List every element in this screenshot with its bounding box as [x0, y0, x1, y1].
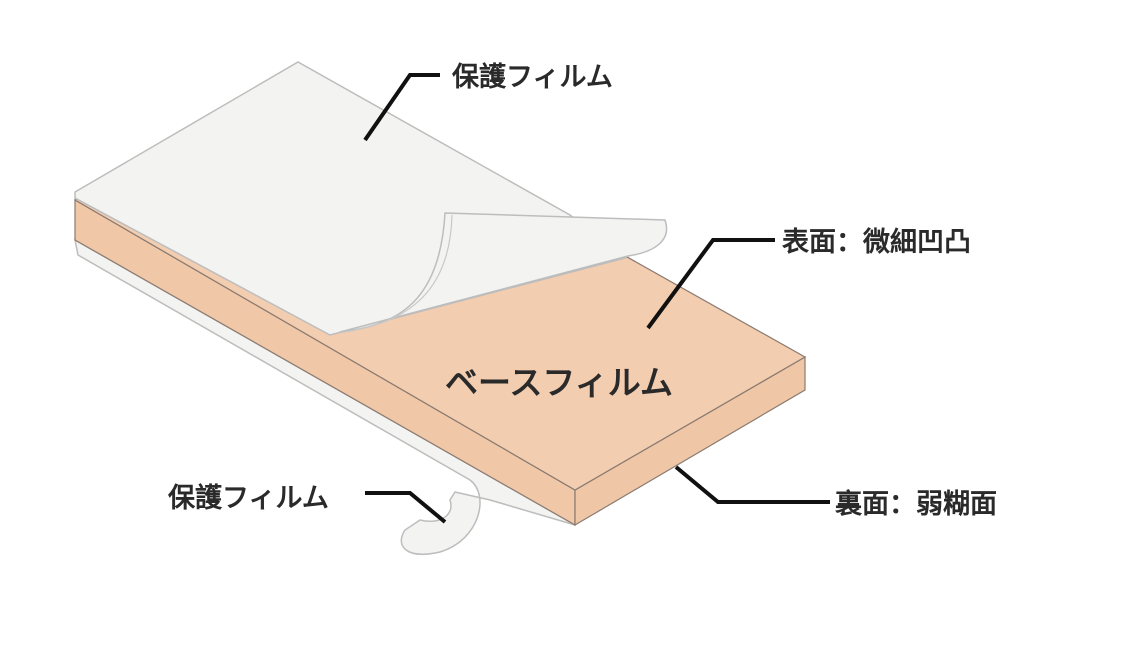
bottom-protective-film	[73, 238, 576, 555]
leader-bottom-protective-film	[365, 491, 447, 524]
leader-top-protective-film	[363, 73, 440, 142]
leader-surface	[646, 238, 775, 330]
label-top-protective-film: 保護フィルム	[451, 61, 613, 93]
label-base-film: ベースフィルム	[445, 363, 673, 402]
leader-back-surface	[674, 465, 830, 504]
label-back-surface: 裏面：弱糊面	[834, 488, 997, 520]
flap-curl-edge	[344, 214, 453, 333]
peeled-flap	[339, 212, 668, 333]
label-bottom-protective-film: 保護フィルム	[167, 482, 329, 514]
label-surface: 表面：微細凹凸	[782, 227, 971, 258]
